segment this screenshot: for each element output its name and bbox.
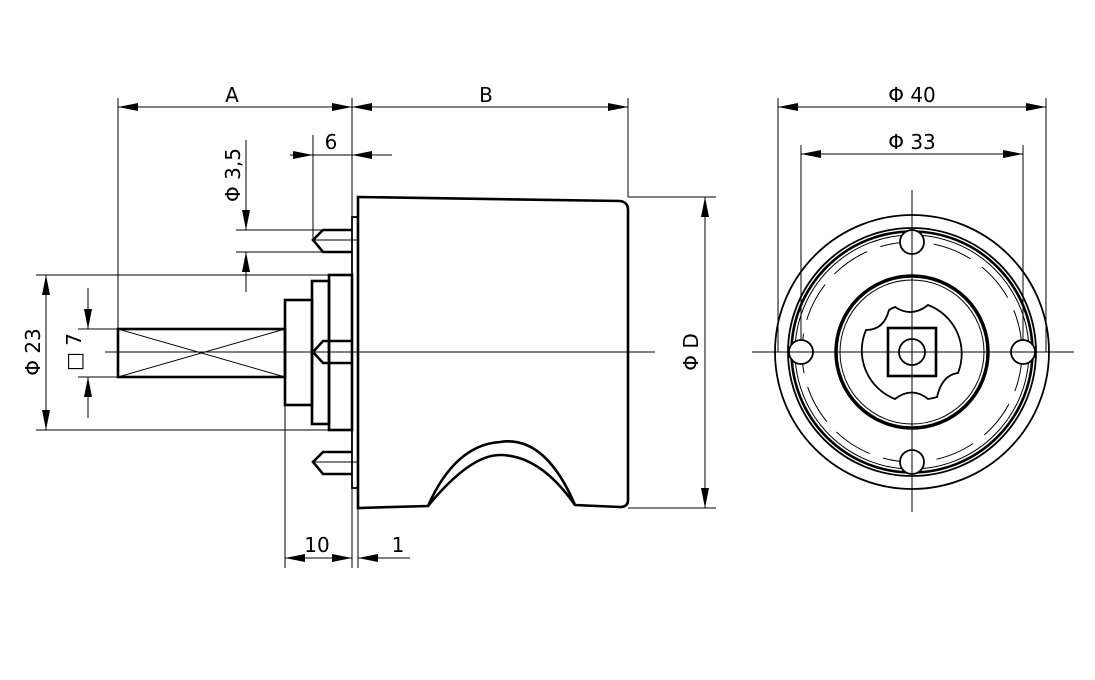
dim-pin-diameter-label: Φ 3,5 [221,148,245,202]
pin-bottom [311,450,352,476]
lobed-coupling [860,303,963,401]
side-view: A B 6 Φ 3,5 Φ 23 □ 7 10 1 Φ D [21,83,716,568]
encoder-body [356,195,630,510]
body-cutout [426,453,577,507]
dim-shaft-square-label: □ 7 [62,333,86,371]
dim-1-label: 1 [392,533,405,557]
extension-lines [36,98,716,568]
dim-10-label: 10 [304,533,329,557]
dim-outer-diameter-label: Φ 40 [888,83,936,107]
dim-hub-diameter-label: Φ 23 [21,328,45,376]
dim-bolt-circle-label: Φ 33 [888,130,936,154]
dim-d-label: Φ D [679,333,703,371]
front-view: Φ 40 Φ 33 [752,83,1074,512]
pin-top [311,228,352,254]
dim-a-label: A [225,83,239,107]
dim-6-label: 6 [325,130,338,154]
shaft [116,327,287,379]
dim-b-label: B [479,83,493,107]
